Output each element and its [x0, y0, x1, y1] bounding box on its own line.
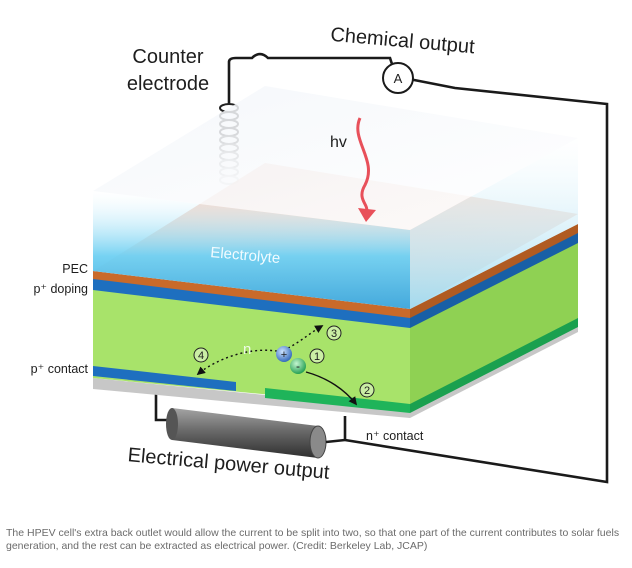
counter-electrode-label: Counter [132, 46, 203, 68]
device-stack [93, 86, 578, 418]
hole-carrier: + [276, 346, 292, 362]
svg-text:4: 4 [198, 350, 204, 362]
electrolyte-volume [93, 191, 410, 309]
path-to-n-contact [305, 371, 358, 406]
pec-layer [93, 271, 410, 318]
p-doping-layer [93, 278, 410, 328]
p-contact-label: p⁺ contact [31, 362, 89, 376]
ammeter-symbol: A [394, 71, 403, 86]
carrier-paths [196, 325, 358, 406]
photon-arrow [356, 117, 376, 222]
charge-carriers: + - [276, 346, 306, 374]
n-contact-layer [265, 388, 410, 413]
n-contact-label: n⁺ contact [366, 429, 424, 443]
n-region-label: n [243, 341, 251, 358]
chemical-output-label: Chemical output [330, 24, 476, 59]
step-badge-1: 1 [309, 348, 325, 364]
pec-label: PEC [62, 262, 88, 276]
figure-caption: The HPEV cell's extra back outlet would … [6, 527, 620, 552]
step-badge-4: 4 [193, 347, 209, 363]
svg-text:2: 2 [364, 385, 370, 397]
step-badge-2: 2 [359, 382, 375, 398]
step-badges: 1 2 3 4 [193, 325, 375, 398]
ammeter: A [382, 62, 414, 94]
svg-text:+: + [281, 349, 287, 361]
p-doping-label: p⁺ doping [33, 282, 88, 296]
counter-electrode-label-line2: electrode [127, 73, 209, 95]
svg-text:-: - [296, 359, 300, 373]
svg-text:3: 3 [331, 328, 337, 340]
hpev-cell-diagram: A + - 1 2 [31, 24, 609, 484]
electrical-load-cylinder [166, 408, 346, 459]
step-badge-3: 3 [326, 325, 342, 341]
photon-label: hv [330, 134, 347, 151]
electrolyte-label: Electrolyte [210, 244, 281, 267]
path-to-top [287, 325, 324, 349]
svg-text:1: 1 [314, 351, 320, 363]
p-contact-layer [93, 366, 236, 391]
electron-carrier: - [290, 358, 306, 374]
